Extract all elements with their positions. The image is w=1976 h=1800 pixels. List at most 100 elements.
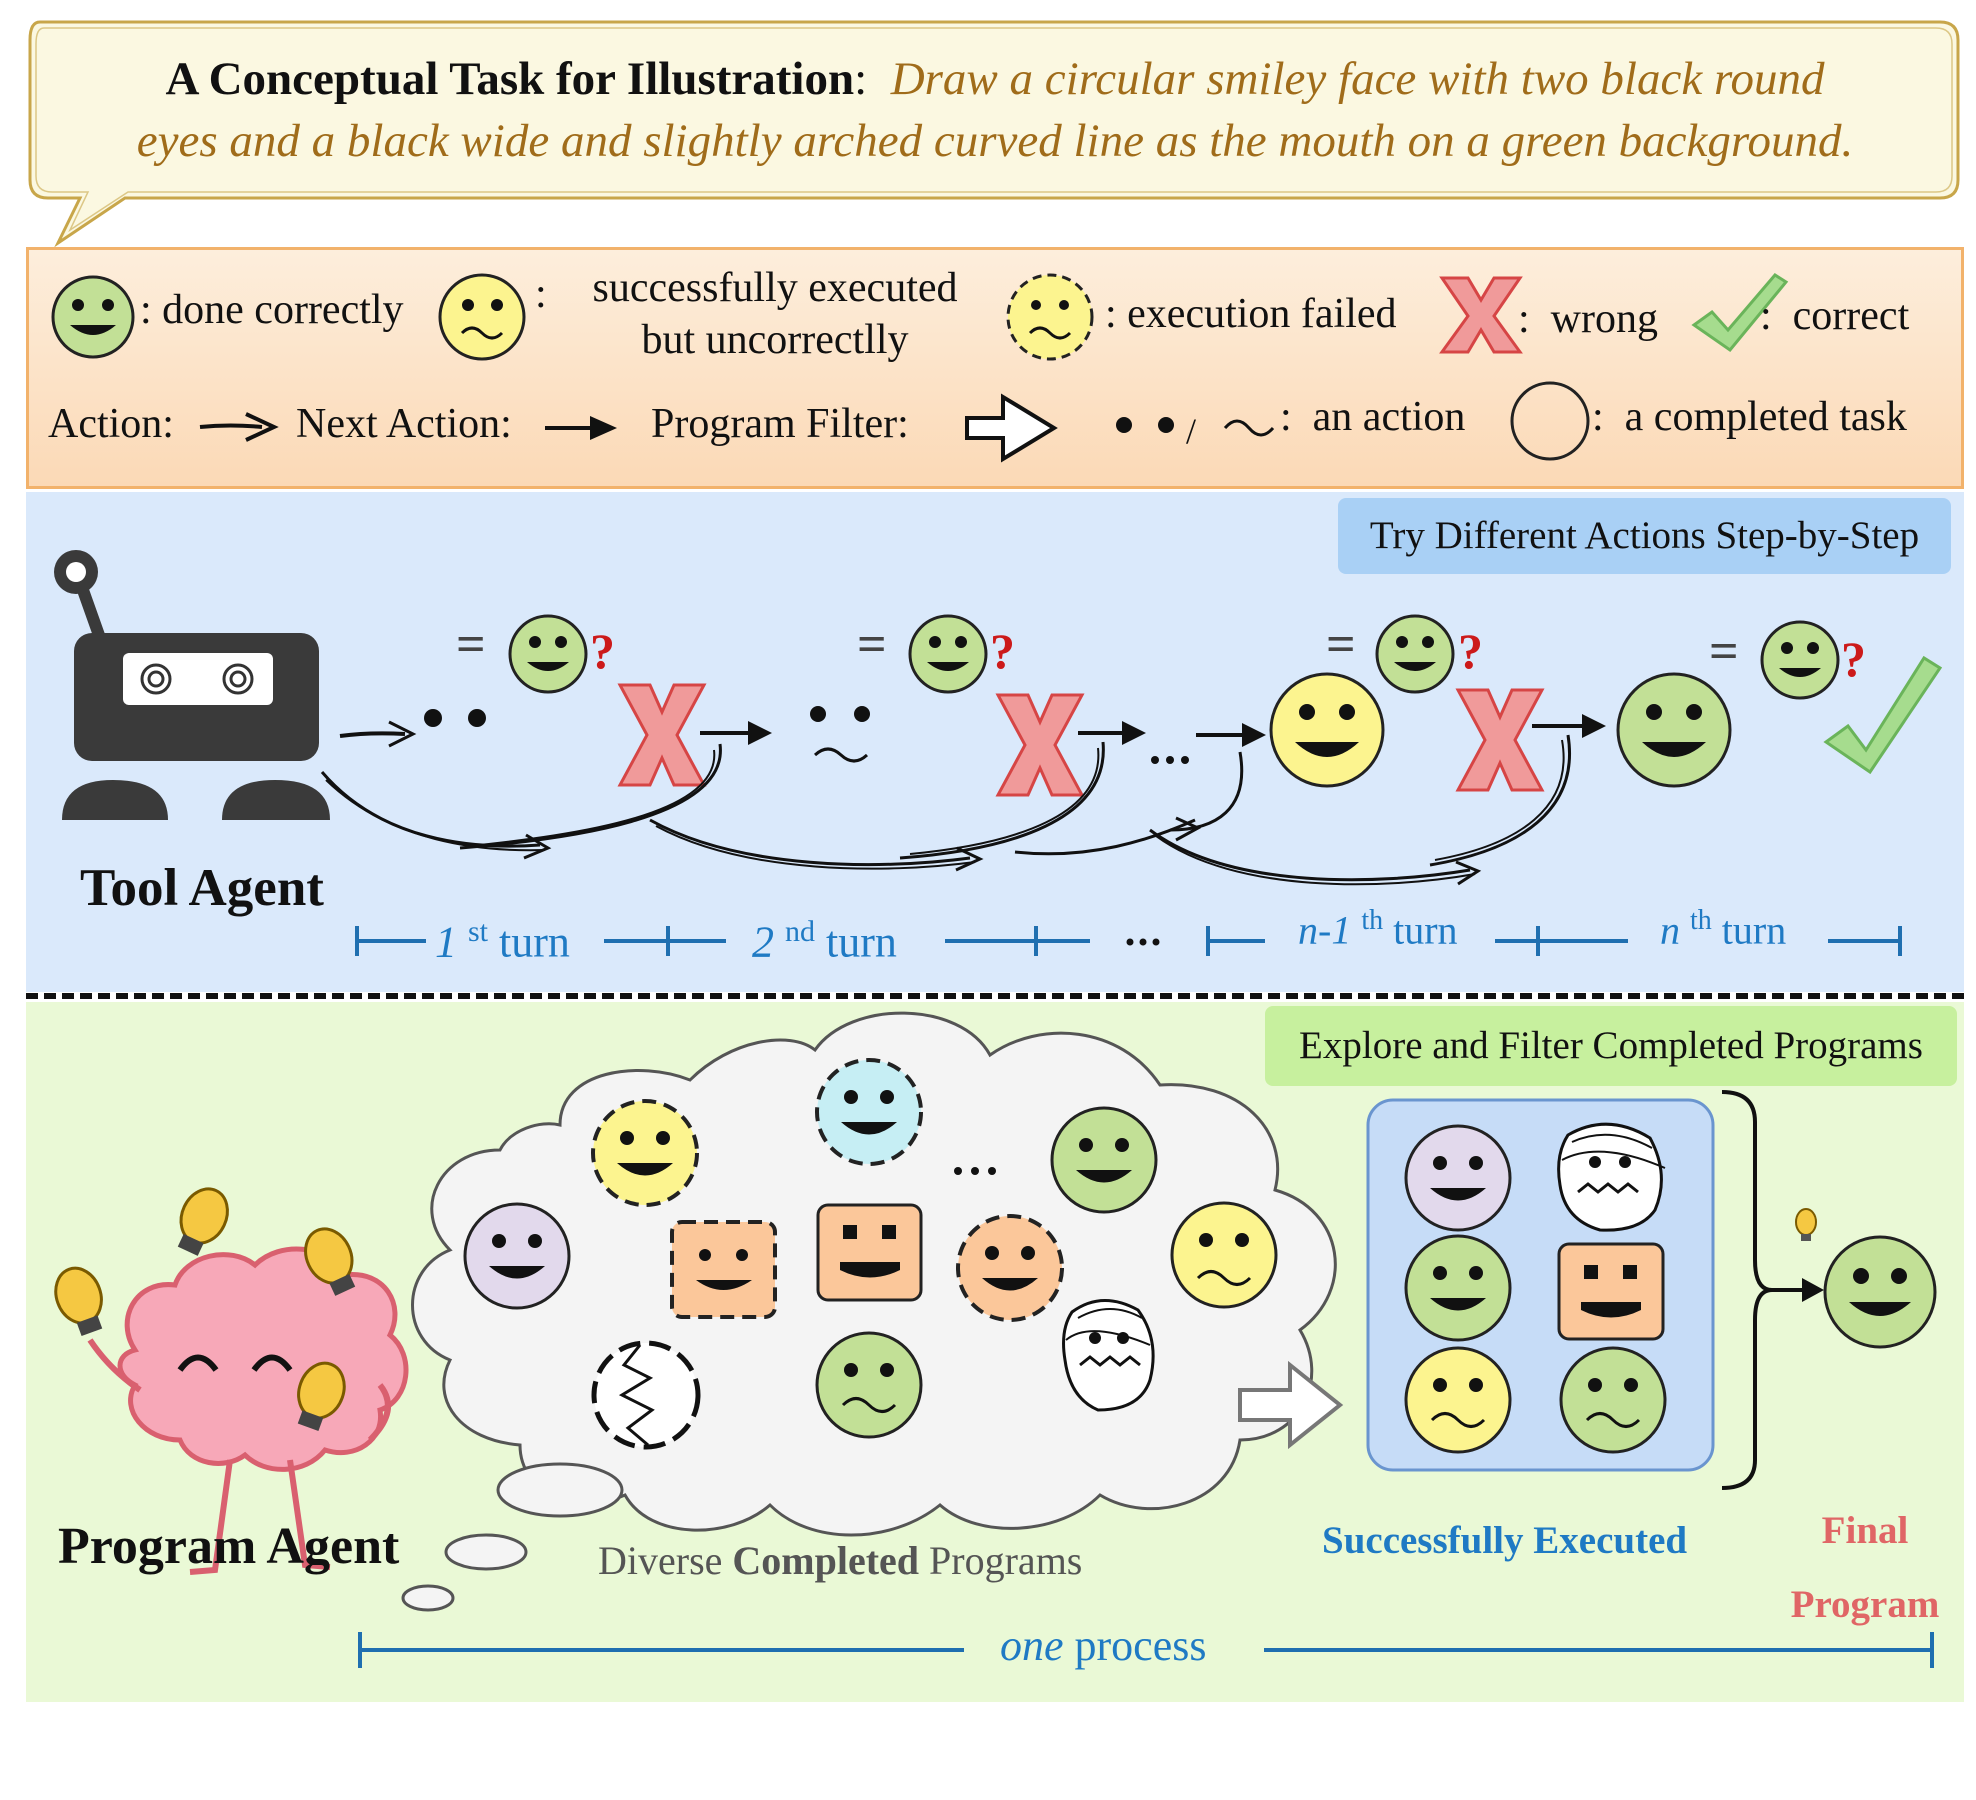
turn-n-1-word: turn: [1393, 907, 1458, 953]
turn-1-sup: st: [468, 915, 489, 948]
legend-panel: [26, 247, 1964, 489]
task-bubble: [28, 20, 1960, 248]
process-timeline: [358, 1632, 1934, 1668]
green-smiley-final-icon: [1616, 672, 1732, 788]
turn-2-number: 2: [752, 917, 774, 967]
purple-smiley-cloud-icon: [463, 1202, 571, 1310]
final-program-smiley-icon: [1823, 1235, 1937, 1349]
legend-action-arrow-icon: [199, 412, 279, 442]
correct-check-icon: [1823, 655, 1943, 775]
one-process-label: one process: [1000, 1620, 1207, 1671]
legend-wrong-x-icon: [1439, 276, 1523, 354]
target-smiley-4-icon: [1760, 620, 1840, 700]
legend-an-action: : an action: [1280, 394, 1466, 440]
yellow-smiley-icon: [1269, 672, 1385, 788]
question-2: ?: [990, 623, 1015, 679]
legend-next-action-arrow-icon: [545, 416, 617, 440]
final-program-label: Final Program: [1780, 1494, 1950, 1642]
lightbulb-2-icon: [304, 1227, 356, 1296]
dashed-yellow-smiley-icon: [591, 1099, 699, 1207]
exec-yellow-wavy-smiley-icon: [1404, 1346, 1512, 1454]
target-smiley-1-icon: [508, 614, 588, 694]
turn-1-number: 1: [435, 917, 457, 967]
legend-completed-task-icon: [1510, 381, 1590, 461]
turn-1-label: 1 st turn: [435, 915, 570, 968]
legend-green-smiley-icon: [51, 275, 135, 359]
turn-2-sup: nd: [785, 915, 815, 948]
legend-wrong: : wrong: [1518, 296, 1658, 342]
task-line1: Draw a circular smiley face with two bla…: [890, 53, 1825, 105]
equals-3: =: [1326, 616, 1356, 673]
turn-n-label: n th turn: [1660, 905, 1786, 953]
equals-1: =: [456, 616, 486, 673]
legend-slash: /: [1186, 411, 1197, 451]
lightbulb-3-icon: [54, 1266, 103, 1337]
robot-icon: [54, 550, 330, 820]
wrong-x-2-icon: [995, 693, 1085, 797]
legend-done-correctly: : done correctly: [140, 287, 404, 333]
diverse-bold: Completed: [732, 1538, 920, 1583]
turn-n-number: n: [1660, 907, 1680, 953]
tool-timeline: [355, 926, 1902, 956]
green-wavy-smiley-cloud-icon: [815, 1331, 923, 1439]
dashed-blue-smiley-icon: [815, 1058, 923, 1166]
task-colon: :: [854, 53, 868, 105]
exec-purple-smiley-icon: [1404, 1124, 1512, 1232]
question-3: ?: [1458, 623, 1483, 679]
exec-green-wavy-smiley-icon: [1559, 1346, 1667, 1454]
equals-4: =: [1709, 623, 1739, 680]
diverse-pre: Diverse: [598, 1538, 733, 1583]
successfully-executed-label: Successfully Executed: [1322, 1519, 1688, 1562]
legend-yellow-smiley-icon: [438, 273, 526, 361]
wrong-x-1-icon: [617, 683, 707, 787]
dashed-orange-round-face-icon: [956, 1214, 1064, 1322]
small-lightbulb-icon: [1795, 1208, 1817, 1241]
program-agent-label: Program Agent: [58, 1518, 400, 1575]
legend-failed-smiley-icon: [1006, 273, 1094, 361]
legend-program-filter-arrow-icon: [965, 393, 1058, 463]
question-4: ?: [1841, 631, 1866, 687]
selection-brace: [1721, 1090, 1773, 1490]
legend-success-line1: successfully executed: [592, 265, 958, 311]
legend-success-line2: but uncorrectlly: [641, 317, 909, 363]
question-1: ?: [590, 623, 615, 679]
turn-n-1-number: n-1: [1298, 907, 1352, 953]
legend-execution-failed: : execution failed: [1105, 291, 1397, 337]
task-title: A Conceptual Task for Illustration: [165, 53, 855, 105]
legend-next-action: Next Action:: [296, 401, 512, 447]
legend-icons: [51, 273, 1789, 463]
turn-n-word: turn: [1721, 907, 1787, 953]
legend-success-colon: :: [535, 271, 547, 317]
exec-green-smiley-icon: [1404, 1234, 1512, 1342]
equals-2: =: [857, 616, 887, 673]
scribble-ghost-face-icon: [1062, 1299, 1155, 1412]
tool-badge: Try Different Actions Step-by-Step: [1338, 498, 1951, 574]
exec-scribble-face-icon: [1557, 1122, 1666, 1232]
program-agent-diagram: [54, 1011, 1937, 1668]
brain-character-icon: [87, 1246, 409, 1575]
final-line2: Program: [1790, 1583, 1940, 1626]
program-filter-arrow-icon: [1238, 1360, 1344, 1450]
diverse-programs-label: Diverse Completed Programs: [598, 1537, 1082, 1584]
target-smiley-2-icon: [908, 614, 988, 694]
one-word: one: [1000, 1621, 1064, 1670]
legend-success-text: successfully executed but uncorrectlly: [565, 262, 985, 366]
legend-action: Action:: [48, 401, 174, 447]
program-badge: Explore and Filter Completed Programs: [1265, 1006, 1957, 1086]
green-smiley-cloud-icon: [1050, 1106, 1158, 1214]
turn-1-word: turn: [499, 917, 570, 967]
tool-agent-label: Tool Agent: [80, 859, 324, 917]
wrong-x-3-icon: [1455, 688, 1545, 792]
exec-orange-square-face-icon: [1557, 1242, 1665, 1341]
turn-n-1-label: n-1 th turn: [1298, 905, 1458, 953]
process-word: process: [1063, 1621, 1207, 1670]
task-text: A Conceptual Task for Illustration: Draw…: [40, 48, 1950, 198]
tool-agent-diagram: [54, 550, 1943, 956]
section-divider: [26, 993, 1964, 999]
orange-square-face-icon: [816, 1203, 923, 1302]
final-line1: Final: [1821, 1509, 1909, 1552]
legend-correct-check-icon: [1691, 273, 1789, 353]
legend-action-dots-icon: [1116, 417, 1275, 437]
turn-2-label: 2 nd turn: [752, 915, 897, 968]
legend-completed-task: : a completed task: [1592, 394, 1907, 440]
